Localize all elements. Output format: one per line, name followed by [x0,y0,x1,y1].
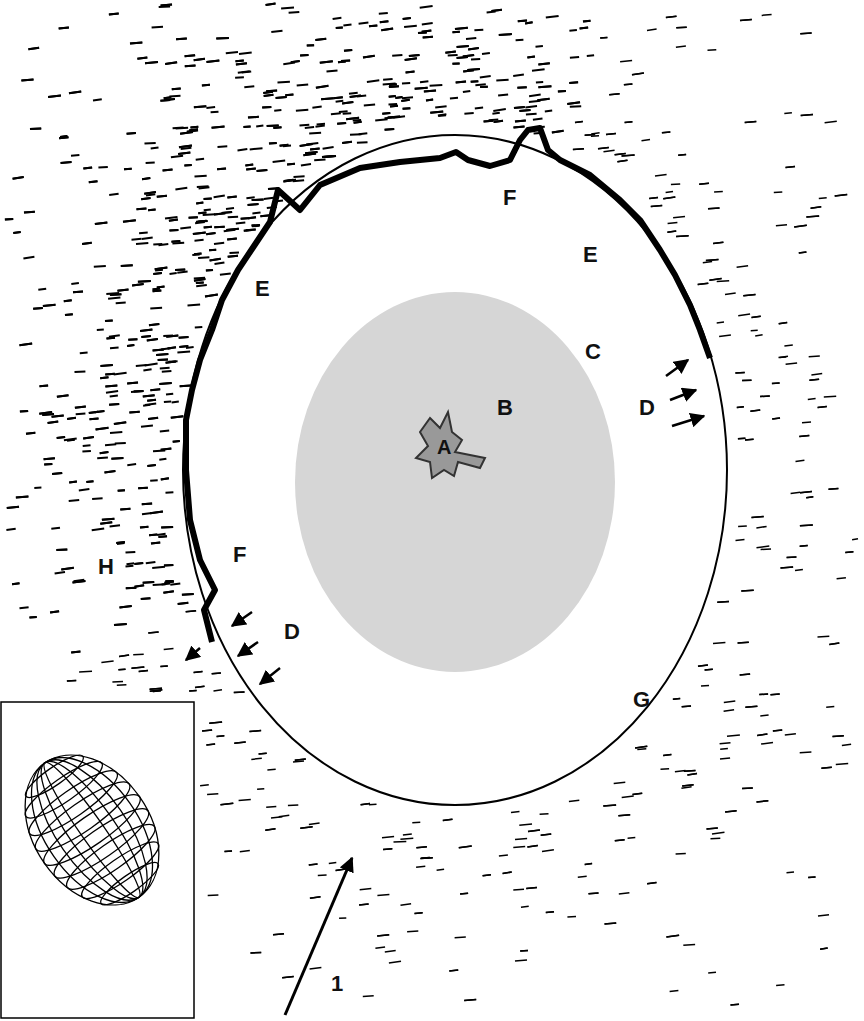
callout-letter: F [500,186,519,210]
wireframe-ellipsoid [0,730,187,931]
callout-letter: D [636,396,658,420]
central-star [416,412,485,478]
callout-letter: G [630,688,653,712]
callout-letter: A [434,436,454,458]
callout-letter: E [580,243,601,267]
callout-letter: C [582,340,604,364]
inset-box [1,702,194,1018]
thick-front [186,128,710,642]
callout-letter: B [494,396,516,420]
callout-letter: E [252,277,273,301]
callout-letter: H [95,555,117,579]
callout-letter: 1 [328,972,346,996]
callout-letter: D [281,620,303,644]
direction-arrow [285,858,352,1015]
surrounding-texture [5,4,858,1005]
callout-letter: F [230,543,249,567]
motion-arrows [186,360,704,684]
inner-disc [295,292,615,672]
